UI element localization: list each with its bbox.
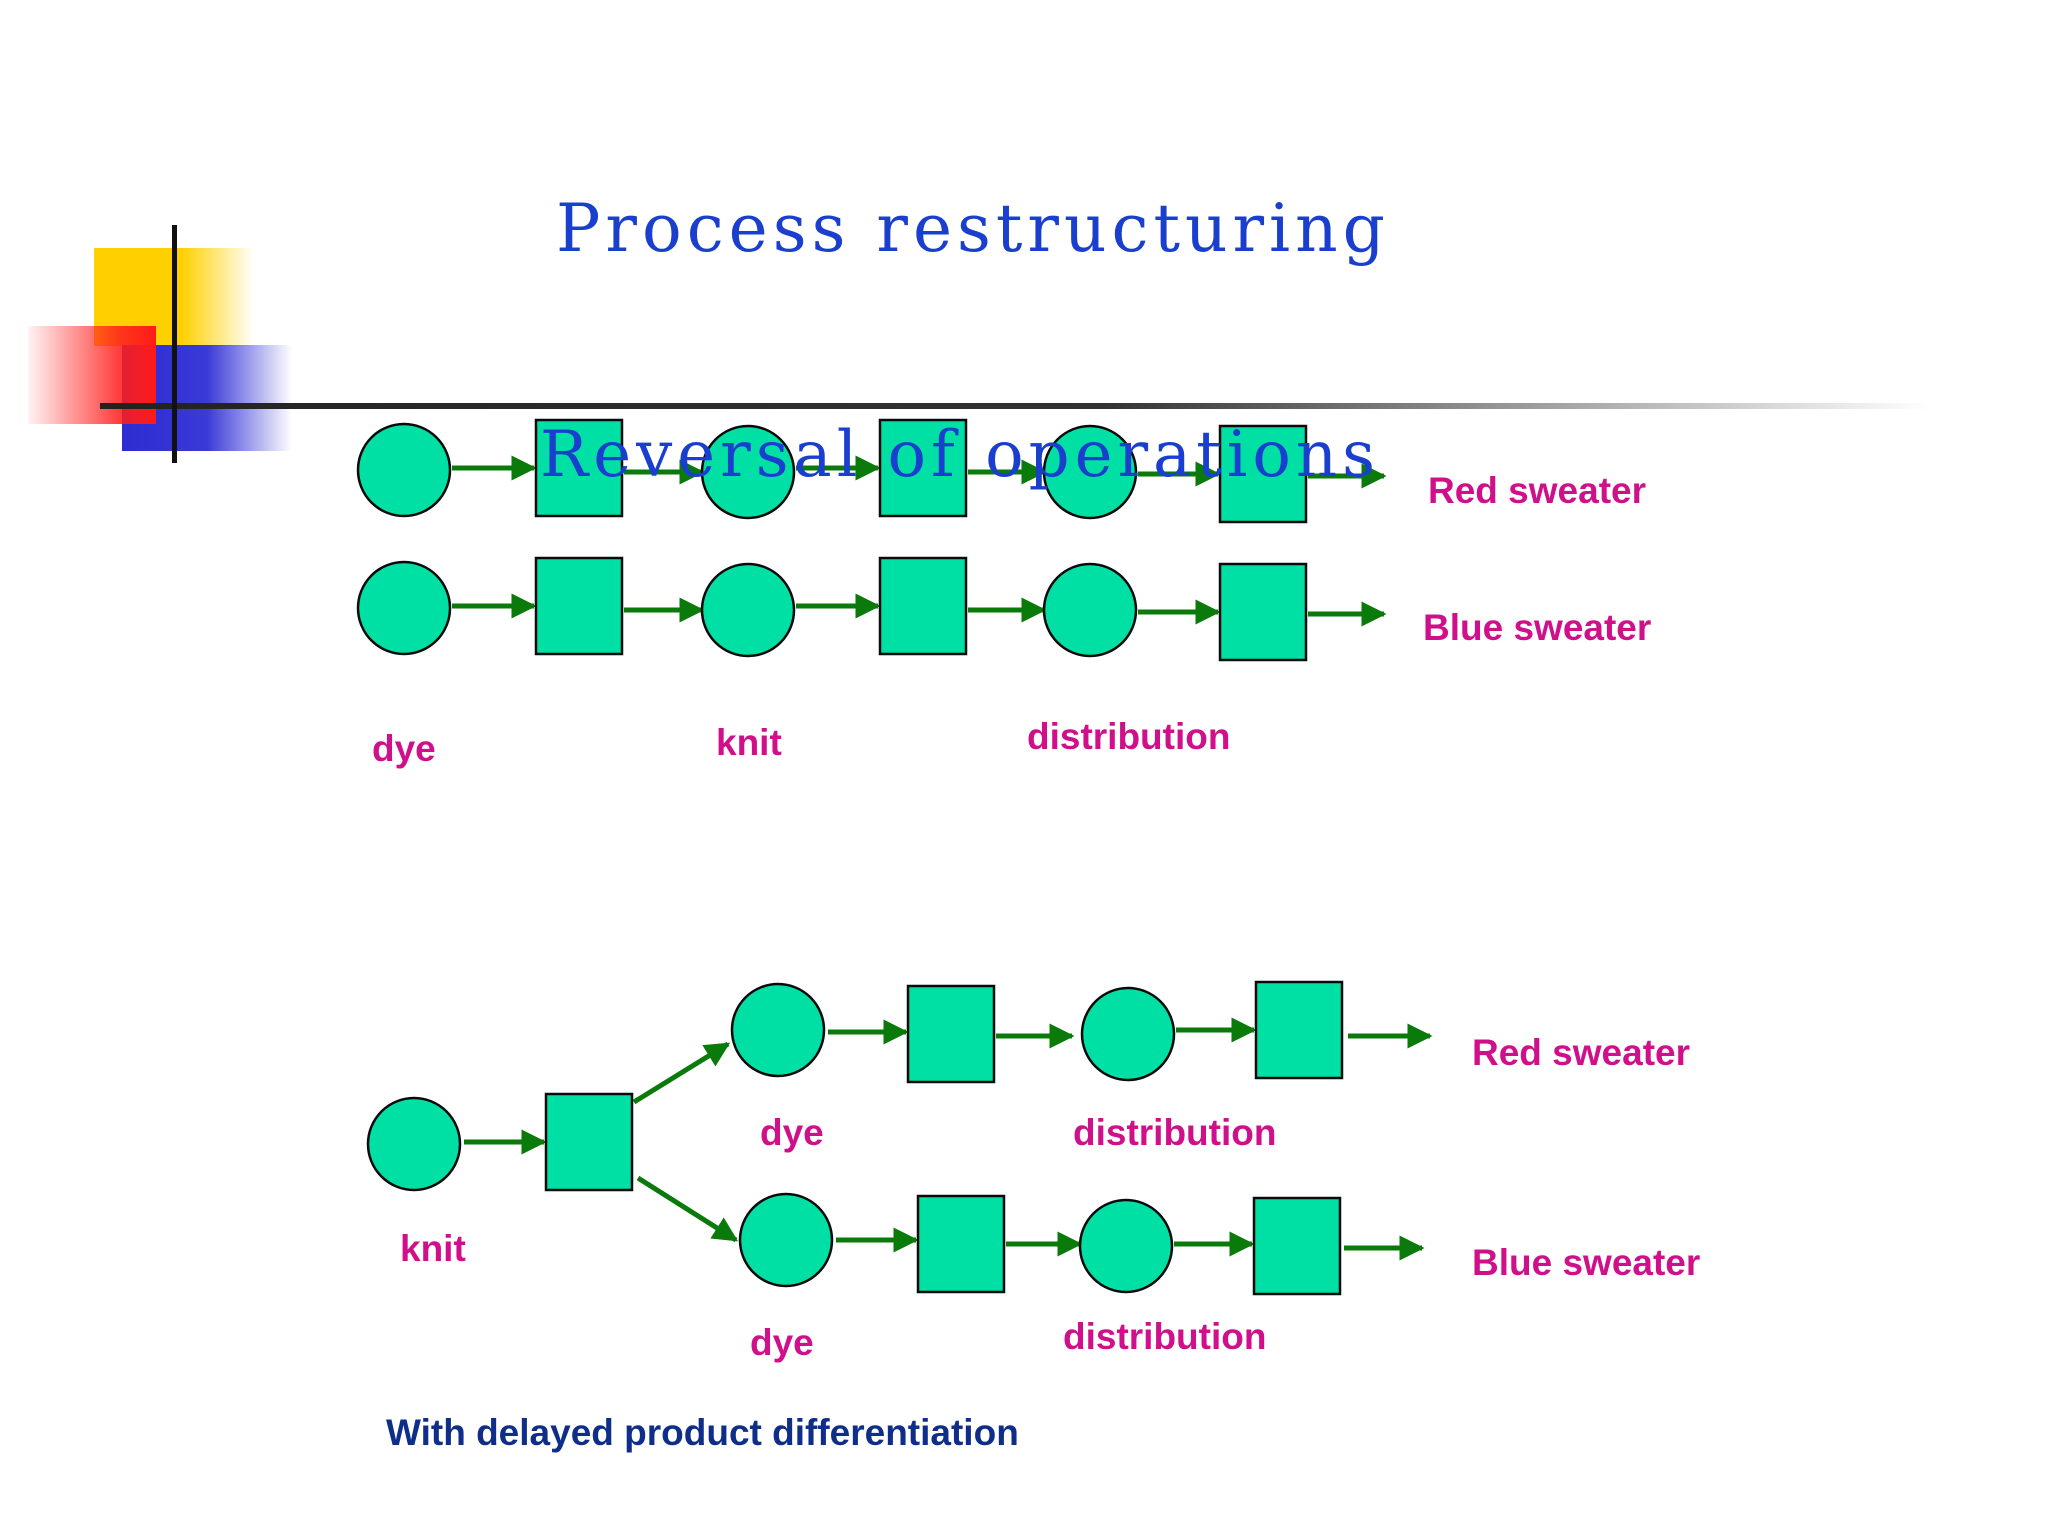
bottom-blue-distribution-label: distribution <box>1063 1316 1267 1357</box>
top-blue-dye-node <box>356 560 452 656</box>
bottom-red-dye-node <box>730 982 826 1078</box>
bottom-branch-arrow-red <box>632 1041 731 1105</box>
bottom-knit-buffer <box>544 1092 634 1192</box>
top-red-distribution-buffer <box>1218 424 1308 524</box>
bottom-red-distribution-node <box>1080 986 1176 1082</box>
top-product-blue-label: Blue sweater <box>1423 607 1652 648</box>
decor-horizontal-rule <box>100 403 1930 409</box>
bottom-blue-dye-node <box>738 1192 834 1288</box>
top-red-dye-buffer <box>534 418 624 518</box>
bottom-product-blue-label: Blue sweater <box>1472 1242 1701 1283</box>
bottom-branch-arrow-blue <box>636 1175 739 1243</box>
bottom-red-dye-label: dye <box>760 1112 824 1153</box>
top-stage-distribution-label: distribution <box>1027 716 1231 757</box>
bottom-blue-dye-label: dye <box>750 1322 814 1363</box>
top-blue-knit-buffer <box>878 556 968 656</box>
bottom-blue-distribution-node <box>1078 1198 1174 1294</box>
top-product-red-label: Red sweater <box>1428 470 1646 511</box>
bottom-knit-node <box>366 1096 462 1192</box>
top-stage-knit-label: knit <box>716 722 782 763</box>
top-blue-knit-node <box>700 562 796 658</box>
caption-delayed-differentiation: With delayed product differentiation <box>386 1412 1019 1453</box>
bottom-blue-distribution-buffer <box>1252 1196 1342 1296</box>
top-red-knit-node <box>700 424 796 520</box>
top-red-dye-node <box>356 422 452 518</box>
top-stage-dye-label: dye <box>372 728 436 769</box>
bottom-blue-dye-buffer <box>916 1194 1006 1294</box>
bottom-red-dye-buffer <box>906 984 996 1084</box>
top-blue-dye-buffer <box>534 556 624 656</box>
top-blue-distribution-node <box>1042 562 1138 658</box>
bottom-red-distribution-buffer <box>1254 980 1344 1080</box>
bottom-knit-label: knit <box>400 1228 466 1269</box>
decor-vertical-rule <box>172 225 177 463</box>
top-red-knit-buffer <box>878 418 968 518</box>
top-red-distribution-node <box>1042 424 1138 520</box>
bottom-red-distribution-label: distribution <box>1073 1112 1277 1153</box>
slide-title: Process restructuring <box>556 190 1390 267</box>
slide-subtitle: Reversal of operations <box>540 418 1380 492</box>
top-blue-distribution-buffer <box>1218 562 1308 662</box>
bottom-product-red-label: Red sweater <box>1472 1032 1690 1073</box>
